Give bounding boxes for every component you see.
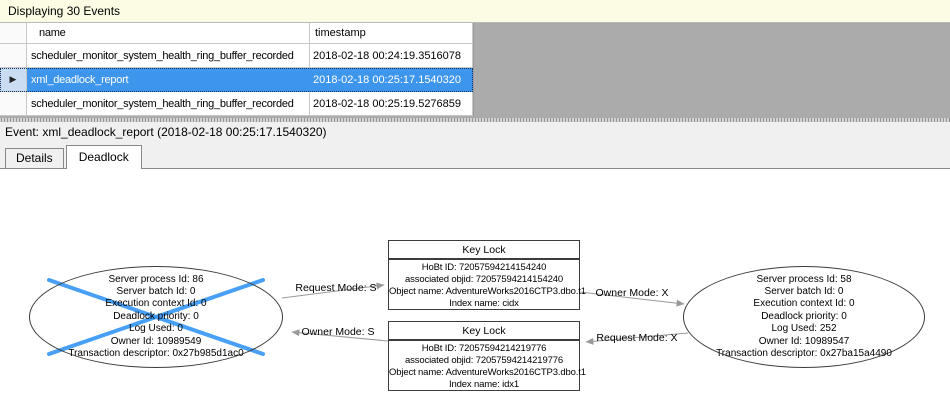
events-count-text: Displaying 30 Events xyxy=(8,4,121,18)
edge-label-request-x: Request Mode: X xyxy=(596,332,677,344)
process-line: Server batch Id: 0 xyxy=(764,285,844,297)
events-grid: name timestamp scheduler_monitor_system_… xyxy=(0,23,474,116)
process-node-winner: Server process Id: 58 Server batch Id: 0… xyxy=(683,266,925,368)
row-selector-cell[interactable] xyxy=(0,44,27,68)
event-detail-tabs: Details Deadlock xyxy=(0,142,950,169)
event-timestamp-cell: 2018-02-18 00:25:17.1540320 xyxy=(310,68,473,92)
process-line: Owner Id: 10989547 xyxy=(758,335,850,347)
process-line: Owner Id: 10989549 xyxy=(110,335,202,347)
event-name-cell: xml_deadlock_report xyxy=(27,68,310,92)
resource-line: associated objid: 72057594214219776 xyxy=(405,355,563,366)
table-row-selected[interactable]: ▶ xml_deadlock_report 2018-02-18 00:25:1… xyxy=(0,68,473,92)
event-timestamp-cell: 2018-02-18 00:25:19.5276859 xyxy=(310,92,473,116)
resource-line: Index name: idx1 xyxy=(449,379,519,390)
process-line: Deadlock priority: 0 xyxy=(761,310,847,322)
table-row[interactable]: scheduler_monitor_system_health_ring_buf… xyxy=(0,92,473,116)
splitter-handle[interactable] xyxy=(0,118,950,122)
process-line: Log Used: 0 xyxy=(129,323,183,335)
resource-line: associated objid: 72057594214154240 xyxy=(405,274,563,285)
resource-title: Key Lock xyxy=(389,322,579,341)
process-line: Transaction descriptor: 0x27b985d1ac0 xyxy=(68,348,244,360)
edge-owner-s-arrow xyxy=(291,329,389,342)
column-header-timestamp[interactable]: timestamp xyxy=(310,23,473,44)
resource-line: Index name: cidx xyxy=(449,298,519,309)
grid-header-row: name timestamp xyxy=(0,23,473,44)
table-row[interactable]: scheduler_monitor_system_health_ring_buf… xyxy=(0,44,473,68)
selected-row-arrow-icon: ▶ xyxy=(9,74,17,84)
resource-line: Object name: AdventureWorks2016CTP3.dbo.… xyxy=(389,367,586,378)
edge-owner-x-arrow xyxy=(579,291,685,307)
column-header-name[interactable]: name xyxy=(27,23,310,44)
process-node-victim: Server process Id: 86 Server batch Id: 0… xyxy=(29,266,283,368)
events-count-bar: Displaying 30 Events xyxy=(0,0,950,23)
event-timestamp-cell: 2018-02-18 00:24:19.3516078 xyxy=(310,44,473,68)
resource-line: Object name: AdventureWorks2016CTP3.dbo.… xyxy=(389,286,586,297)
deadlock-graph-canvas: Request Mode: S Owner Mode: S Owner Mode… xyxy=(0,169,950,400)
process-line: Server process Id: 86 xyxy=(108,273,204,285)
resource-node-keylock-top: Key Lock HoBt ID: 72057594214154240 asso… xyxy=(388,240,586,310)
row-selector-header[interactable] xyxy=(0,23,27,44)
process-line: Execution context Id: 0 xyxy=(105,298,207,310)
edge-label-owner-x: Owner Mode: X xyxy=(596,287,669,299)
resource-node-keylock-bottom: Key Lock HoBt ID: 72057594214219776 asso… xyxy=(388,321,586,391)
events-grid-zone: name timestamp scheduler_monitor_system_… xyxy=(0,23,950,118)
tab-details[interactable]: Details xyxy=(5,148,64,168)
process-line: Deadlock priority: 0 xyxy=(113,310,199,322)
edge-request-s-arrow xyxy=(281,282,385,299)
edge-request-x-arrow xyxy=(585,332,689,345)
process-line: Log Used: 252 xyxy=(771,323,837,335)
selected-event-bar: Event: xml_deadlock_report (2018-02-18 0… xyxy=(0,122,950,142)
event-name-cell: scheduler_monitor_system_health_ring_buf… xyxy=(27,44,310,68)
resource-line: HoBt ID: 72057594214219776 xyxy=(421,343,547,354)
process-line: Server batch Id: 0 xyxy=(116,285,196,297)
row-selector-cell[interactable]: ▶ xyxy=(0,68,27,92)
process-line: Server process Id: 58 xyxy=(756,273,852,285)
edge-label-owner-s: Owner Mode: S xyxy=(302,326,375,338)
tab-deadlock[interactable]: Deadlock xyxy=(65,145,142,169)
process-line: Execution context Id: 0 xyxy=(753,298,855,310)
resource-line: HoBt ID: 72057594214154240 xyxy=(421,262,547,273)
resource-title: Key Lock xyxy=(389,241,579,260)
process-line: Transaction descriptor: 0x27ba15a4490 xyxy=(716,348,892,360)
selected-event-text: Event: xml_deadlock_report (2018-02-18 0… xyxy=(5,125,327,139)
edge-label-request-s: Request Mode: S xyxy=(295,282,376,294)
event-name-cell: scheduler_monitor_system_health_ring_buf… xyxy=(27,92,310,116)
row-selector-cell[interactable] xyxy=(0,92,27,116)
